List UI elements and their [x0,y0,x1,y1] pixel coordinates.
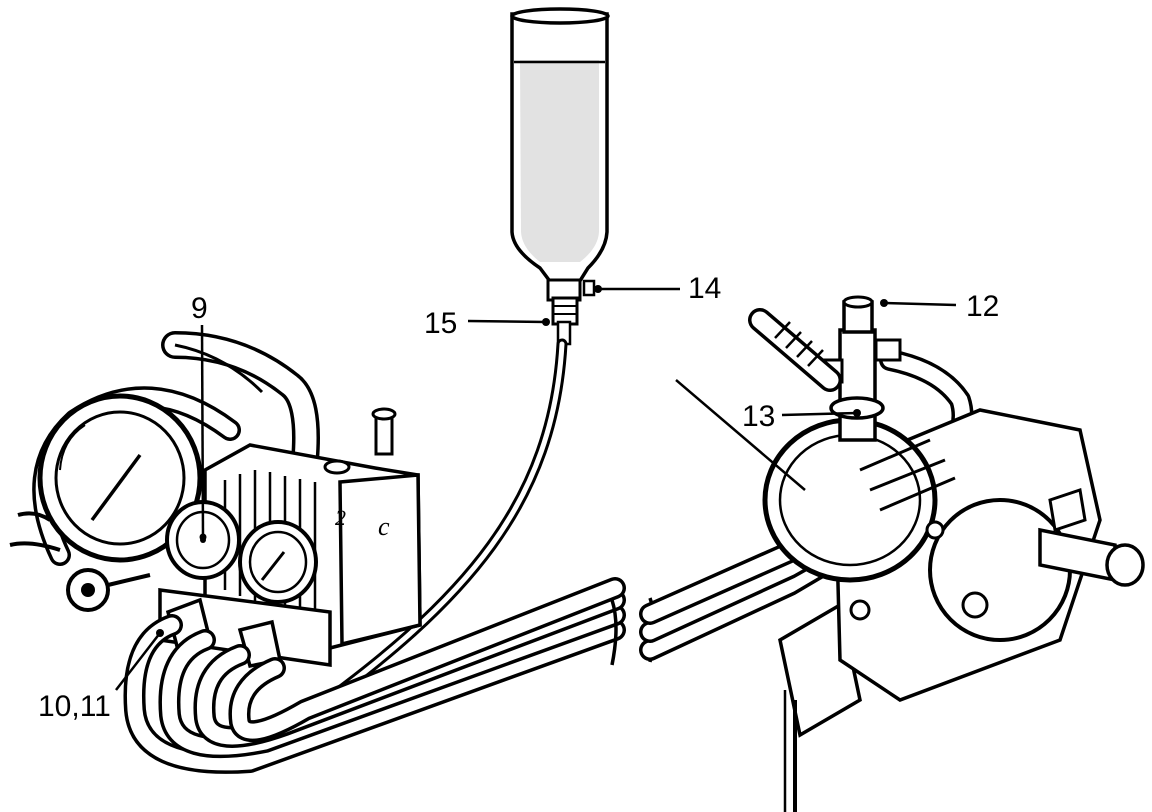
bottle-valve [551,296,579,326]
callout-9: 9 [191,292,208,325]
leader-15 [467,319,547,324]
callout-14: 14 [688,272,721,305]
svg-text:c: c [378,512,390,541]
callout-10-11: 10,11 [38,690,111,723]
feed-tube [294,338,568,726]
callout-leaders [115,285,957,691]
leader-10-11 [115,632,161,691]
callout-15: 15 [424,307,457,340]
callout-13: 13 [742,400,775,433]
pressure-gauge-icon [37,393,203,563]
bottle-fluid [520,60,599,262]
callout-12: 12 [966,290,999,323]
pressure-gauge-icon [238,520,318,604]
svg-text:2: 2 [335,505,346,530]
injection-pump-icon [748,295,1145,812]
tester-unit: c 2 [9,331,422,669]
leader-9 [200,324,205,538]
bottle-clip [582,279,596,297]
star-knob-icon [66,568,151,612]
leader-13 [781,411,858,417]
bottle-base [510,7,610,25]
leader-12 [883,301,957,307]
reservoir-bottle-icon [510,7,610,346]
